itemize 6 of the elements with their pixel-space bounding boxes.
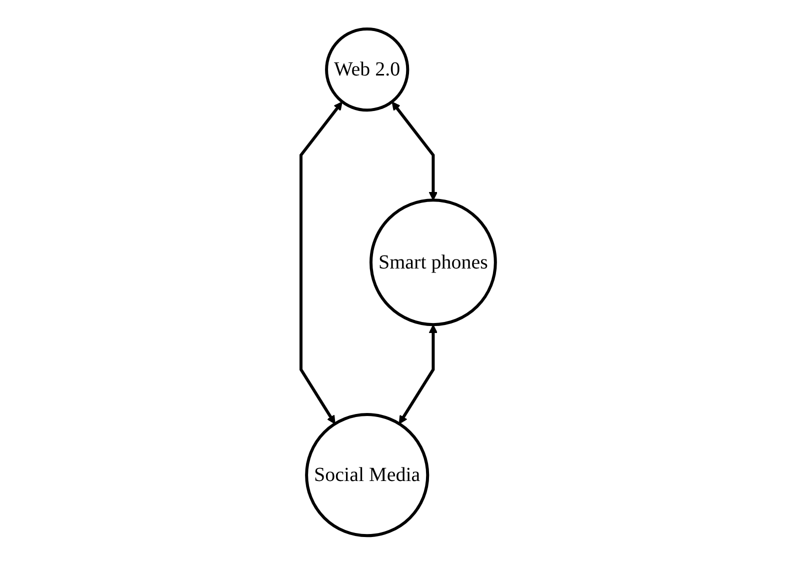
arrow [392, 102, 438, 201]
arrow [399, 324, 438, 424]
arrow [300, 102, 343, 424]
node-circle: Social Media [305, 413, 430, 538]
node-circle: Web 2.0 [325, 28, 410, 112]
node-circle: Smart phones [370, 198, 498, 326]
